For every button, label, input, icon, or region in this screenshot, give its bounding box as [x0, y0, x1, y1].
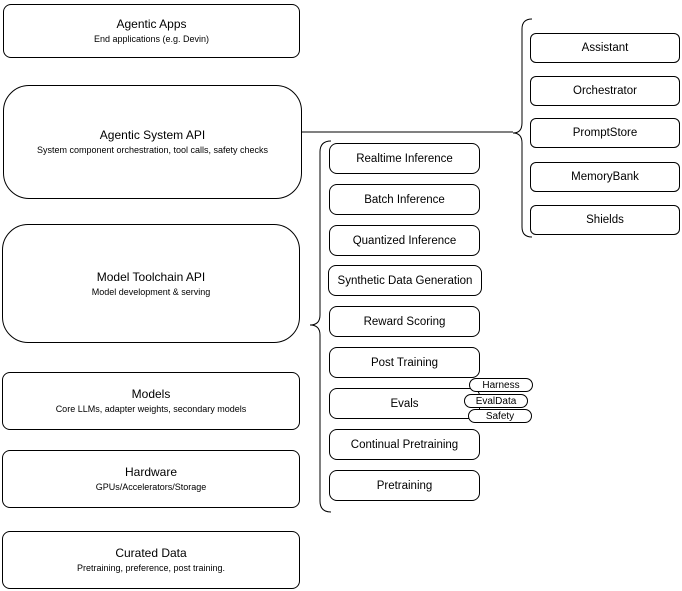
layer-subtitle: Model development & serving [91, 286, 211, 297]
toolchain-node-quantized-inference: Quantized Inference [329, 225, 480, 256]
eval-tag-harness: Harness [469, 378, 533, 392]
toolchain-brace [309, 140, 332, 513]
node-label: Pretraining [376, 479, 433, 492]
layer-title: Model Toolchain API [96, 269, 206, 284]
eval-tag-safety: Safety [468, 409, 532, 423]
system-node-orchestrator: Orchestrator [530, 76, 680, 106]
toolchain-node-synthetic-data-generation: Synthetic Data Generation [328, 265, 482, 296]
node-label: Assistant [581, 42, 629, 54]
node-label: Reward Scoring [363, 315, 446, 328]
tag-label: EvalData [475, 395, 517, 407]
layer-subtitle: System component orchestration, tool cal… [36, 145, 269, 155]
node-label: MemoryBank [571, 171, 639, 183]
layer-box-models: Models Core LLMs, adapter weights, secon… [2, 372, 300, 430]
layer-title: Hardware [124, 465, 178, 479]
toolchain-node-batch-inference: Batch Inference [329, 184, 480, 215]
layer-box-hardware: Hardware GPUs/Accelerators/Storage [2, 450, 300, 508]
node-label: Orchestrator [573, 85, 637, 97]
node-label: Continual Pretraining [350, 438, 459, 451]
node-label: PromptStore [572, 127, 638, 139]
node-label: Batch Inference [364, 193, 445, 206]
tag-label: Safety [485, 410, 515, 422]
node-label: Quantized Inference [352, 234, 457, 247]
layer-title: Agentic Apps [116, 17, 187, 31]
layer-subtitle: End applications (e.g. Devin) [93, 34, 210, 44]
tag-label: Harness [482, 379, 520, 391]
node-label: Synthetic Data Generation [337, 274, 473, 287]
toolchain-node-pretraining: Pretraining [329, 470, 480, 501]
layer-subtitle: Pretraining, preference, post training. [76, 563, 226, 573]
toolchain-node-reward-scoring: Reward Scoring [329, 306, 480, 337]
system-node-assistant: Assistant [530, 33, 680, 63]
system-node-memorybank: MemoryBank [530, 162, 680, 192]
toolchain-node-post-training: Post Training [329, 347, 480, 378]
toolchain-node-evals: Evals [329, 388, 480, 419]
eval-tag-evaldata: EvalData [464, 394, 528, 408]
node-label: Post Training [370, 356, 439, 369]
layer-title: Agentic System API [99, 128, 206, 142]
node-label: Evals [390, 397, 419, 410]
layer-subtitle: Core LLMs, adapter weights, secondary mo… [55, 404, 247, 414]
layer-box-model-toolchain-api: Model Toolchain API Model development & … [2, 224, 300, 343]
node-label: Shields [586, 214, 624, 226]
layer-subtitle: GPUs/Accelerators/Storage [95, 482, 207, 492]
layer-box-agentic-apps: Agentic Apps End applications (e.g. Devi… [3, 4, 300, 58]
layer-title: Models [131, 387, 171, 401]
layer-box-curated-data: Curated Data Pretraining, preference, po… [2, 531, 300, 589]
node-label: Realtime Inference [356, 152, 453, 165]
toolchain-node-continual-pretraining: Continual Pretraining [329, 429, 480, 460]
toolchain-node-realtime-inference: Realtime Inference [329, 143, 480, 174]
layer-box-agentic-system-api: Agentic System API System component orch… [3, 85, 302, 199]
layer-title: Curated Data [115, 546, 187, 560]
system-node-promptstore: PromptStore [530, 118, 680, 148]
system-node-shields: Shields [530, 205, 680, 235]
